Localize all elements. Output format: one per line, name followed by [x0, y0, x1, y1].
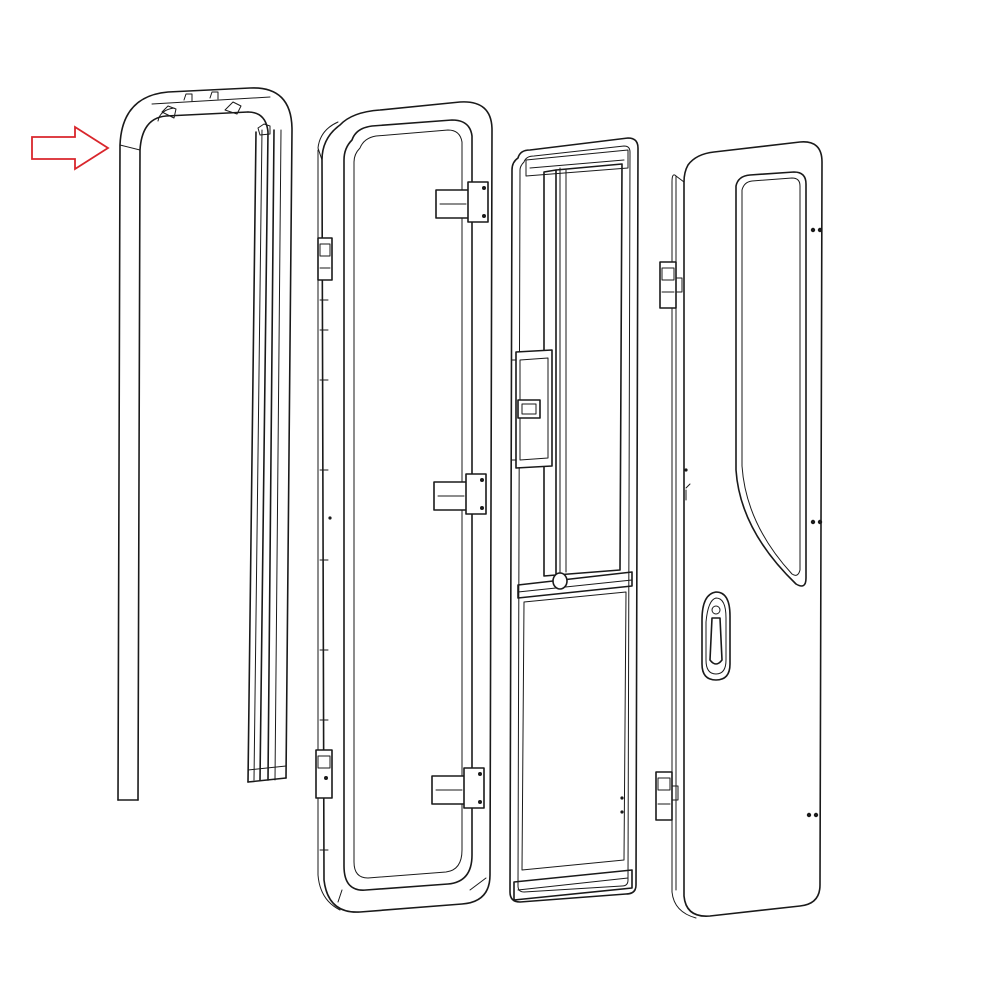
window-latch-knob	[552, 565, 568, 590]
inner-frame-lock-box	[511, 349, 553, 469]
frame-hinge-right-top	[435, 181, 489, 223]
arrow-right-icon	[31, 125, 110, 171]
frame-hinge-right-bottom	[431, 767, 485, 809]
frame-left-ticks	[319, 299, 332, 851]
door-hinge-top	[659, 261, 683, 309]
inner-frame-with-window	[509, 137, 639, 903]
outer-frame	[315, 101, 493, 913]
door-panel	[655, 141, 823, 919]
door-screws	[684, 227, 823, 818]
frame-hinge-right-middle	[433, 473, 487, 515]
door-handle	[701, 591, 731, 681]
frame-hinge-left-bottom	[315, 749, 333, 799]
frame-hinge-left-top	[317, 237, 333, 281]
door-hinge-bottom	[655, 771, 679, 821]
seal-strip	[117, 87, 293, 801]
